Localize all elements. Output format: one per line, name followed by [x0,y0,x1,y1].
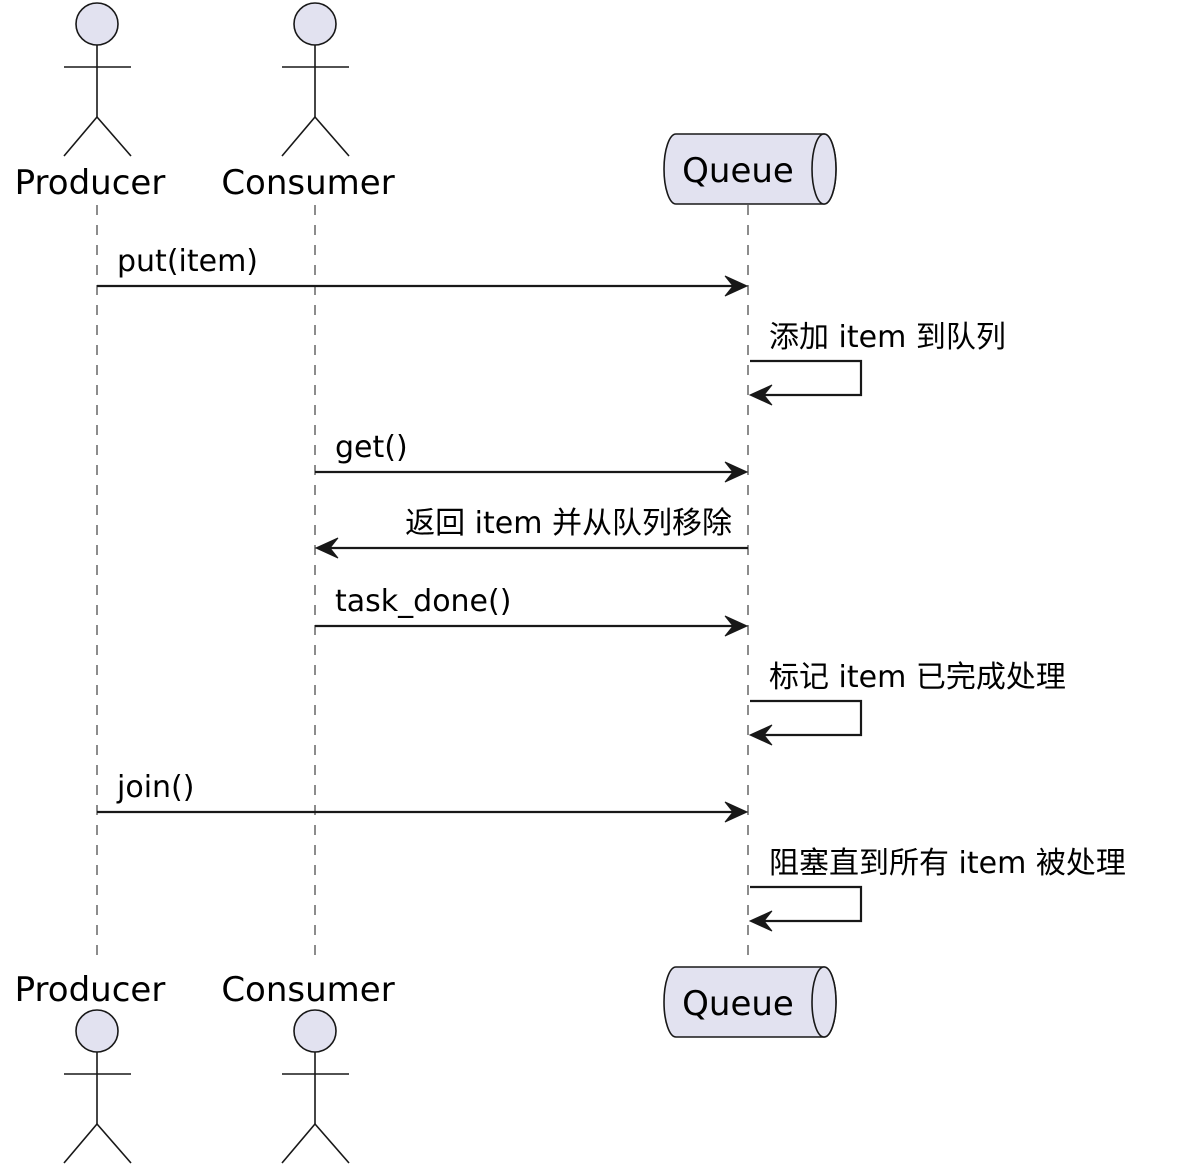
message-label: get() [335,430,408,465]
message-3: get() [315,430,749,483]
actor-icon [281,1009,350,1164]
participant-queue-top: Queue [663,133,837,205]
self-message-arrow [750,699,863,737]
arrowhead-left-icon [748,384,773,406]
message-5: task_done() [315,584,749,637]
message-label: join() [116,770,194,805]
actor-icon [63,2,132,157]
participant-label: Consumer [221,970,394,1010]
message-label: put(item) [117,244,258,279]
self-message-arrow [750,885,863,923]
arrowhead-right-icon [724,275,749,297]
arrowhead-right-icon [724,461,749,483]
participant-producer-bottom: Producer [15,970,166,1164]
participant-producer-top: Producer [15,2,166,203]
arrowhead-left-icon [748,724,773,746]
participant-label: Producer [15,970,166,1010]
message-label: 返回 item 并从队列移除 [405,506,732,541]
message-label: 阻塞直到所有 item 被处理 [769,846,1126,881]
arrowhead-right-icon [724,801,749,823]
queue-icon [663,133,837,205]
self-message-arrow [750,359,863,397]
participant-label: Consumer [221,163,394,203]
arrowhead-right-icon [724,615,749,637]
participant-label: Queue [682,151,794,191]
message-label: 标记 item 已完成处理 [769,660,1066,695]
queue-icon [663,966,837,1038]
message-label: task_done() [335,584,511,619]
participant-consumer-top: Consumer [221,2,395,203]
actor-icon [281,2,350,157]
participant-queue-bottom: Queue [663,966,837,1038]
message-7: join() [97,770,749,823]
message-1: put(item) [97,244,749,297]
messages: put(item) 添加 item 到队列 get() 返回 item 并从队列移除 t… [97,244,1126,932]
message-2: 添加 item 到队列 [748,320,1006,406]
message-8: 阻塞直到所有 item 被处理 [748,846,1126,932]
message-4: 返回 item 并从队列移除 [314,506,748,559]
message-label: 添加 item 到队列 [769,320,1006,355]
arrowhead-left-icon [748,910,773,932]
actor-icon [63,1009,132,1164]
participant-label: Queue [682,984,794,1024]
participant-consumer-bottom: Consumer [221,970,395,1164]
participant-label: Producer [15,163,166,203]
arrowhead-left-icon [314,537,339,559]
message-6: 标记 item 已完成处理 [748,660,1066,746]
